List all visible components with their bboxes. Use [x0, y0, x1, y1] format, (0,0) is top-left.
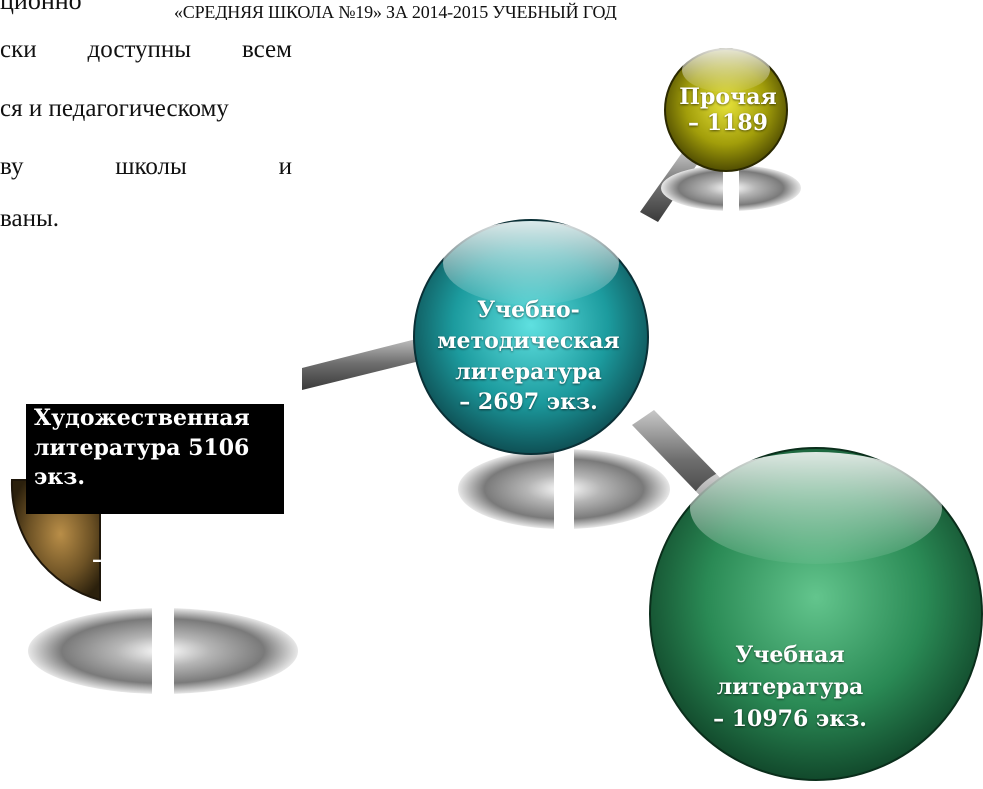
fiction-partial-dash: –: [92, 547, 102, 571]
node-edu: [649, 447, 983, 781]
label-other: Прочая – 1189: [679, 84, 777, 137]
body-text-line-3: ву школы и: [0, 153, 292, 180]
node-method: [413, 219, 649, 455]
body-text-line-4: ваны.: [0, 205, 59, 232]
fiction-label-box: [26, 404, 284, 514]
reflection-fiction: [28, 607, 298, 695]
node-other: [664, 48, 788, 172]
reflection-method: [458, 448, 670, 530]
page-header: ционно «СРЕДНЯЯ ШКОЛА №19» ЗА 2014-2015 …: [0, 0, 983, 20]
body-text-line-2: ся и педагогическому: [0, 95, 229, 122]
connector-to-fiction: [302, 336, 432, 390]
header-title: «СРЕДНЯЯ ШКОЛА №19» ЗА 2014-2015 УЧЕБНЫЙ…: [174, 2, 617, 20]
label-edu: Учебная литература – 10976 экз.: [713, 642, 867, 732]
label-method: Учебно- методическая литература – 2697 э…: [437, 297, 620, 416]
label-fiction: Художественная литература 5106 экз.: [34, 405, 250, 491]
header-clipped-text: ционно: [0, 0, 82, 15]
reflection-other: [661, 164, 801, 212]
body-text-line-1: ски доступны всем: [0, 36, 292, 63]
